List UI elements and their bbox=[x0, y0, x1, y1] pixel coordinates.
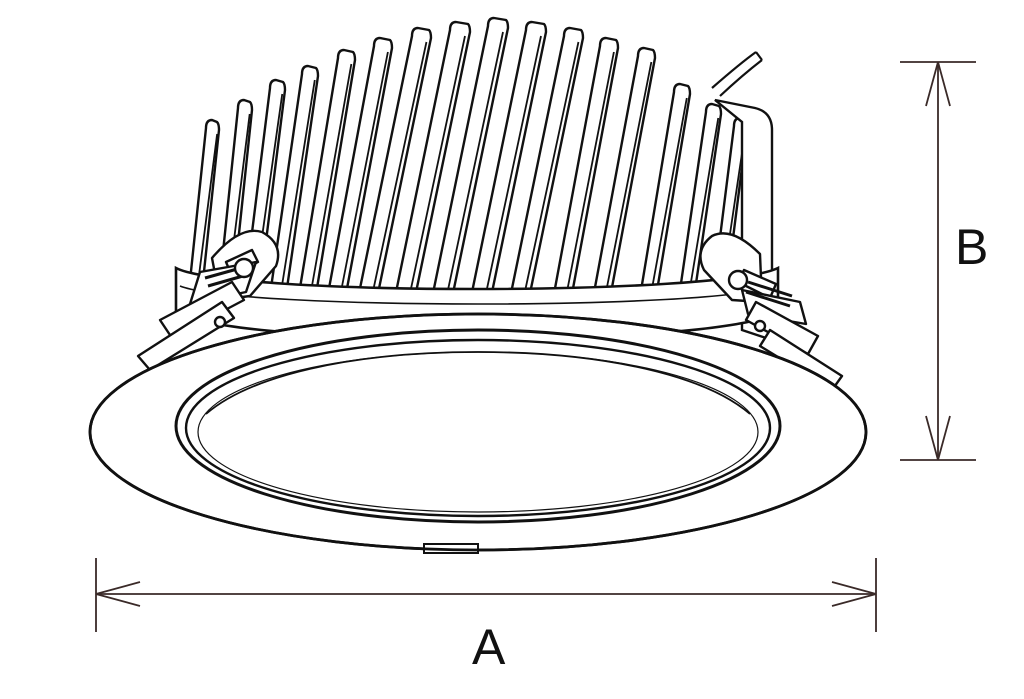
heatsink-fin bbox=[296, 48, 357, 302]
heatsink-fin-edge bbox=[565, 51, 615, 295]
heatsink-fin-edge bbox=[339, 51, 389, 295]
heatsink-fin-edge bbox=[604, 61, 653, 295]
heatsink-fin bbox=[469, 20, 548, 302]
heatsink-fin-edge bbox=[484, 35, 542, 295]
heatsink-fin bbox=[551, 36, 620, 302]
heatsink-fins bbox=[186, 16, 749, 302]
heatsink-fin bbox=[268, 64, 320, 302]
heatsink-fin bbox=[325, 36, 394, 302]
heatsink-fin-edge bbox=[650, 97, 688, 295]
heatsink-fin-edge bbox=[446, 31, 504, 295]
reflector-opening bbox=[174, 328, 782, 524]
heatsink-fin bbox=[677, 102, 723, 302]
heatsink-fin bbox=[430, 16, 510, 302]
dimension-a-label: A bbox=[472, 619, 506, 675]
left-spring-clip bbox=[136, 229, 280, 372]
heatsink-fin-edge bbox=[523, 41, 580, 295]
heatsink-fin-edge bbox=[688, 117, 720, 295]
heatsink-fin-edge bbox=[371, 41, 428, 295]
heatsink-fin-edge bbox=[408, 35, 466, 295]
heatsink-fin-edge bbox=[309, 63, 353, 295]
heatsink-fin bbox=[393, 20, 472, 302]
heatsink-fin-edge bbox=[279, 79, 316, 295]
heatsink-fin bbox=[638, 82, 692, 302]
right-spring-clip bbox=[699, 232, 844, 392]
dimension-a-line bbox=[95, 558, 877, 632]
heatsink-fin bbox=[186, 118, 221, 302]
heatsink-fin-edge bbox=[195, 133, 219, 295]
dimension-b-line bbox=[900, 61, 976, 461]
heatsink-fin bbox=[508, 26, 585, 302]
heatsink-fin bbox=[356, 26, 433, 302]
dimension-b-label: B bbox=[955, 219, 989, 275]
cable bbox=[711, 51, 763, 97]
heatsink-fin bbox=[591, 46, 657, 302]
